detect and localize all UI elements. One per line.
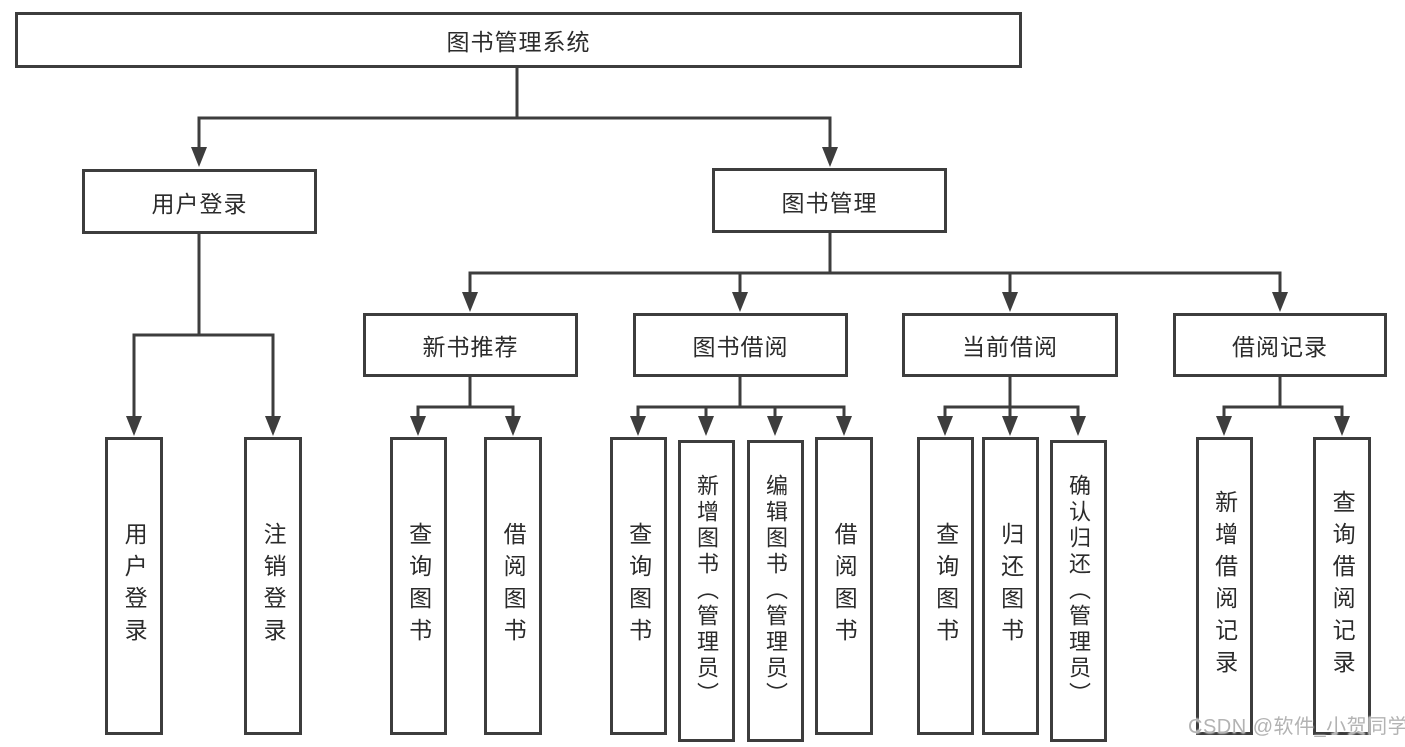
node-user-login: 用户登录	[82, 169, 317, 234]
node-label: 新增借阅记录	[1211, 490, 1238, 682]
node-label: 归还图书	[997, 522, 1024, 650]
arrow-down-icon	[1002, 292, 1018, 312]
node-label: 图书借阅	[692, 334, 789, 360]
node-borrowing-records: 借阅记录	[1173, 313, 1387, 377]
node-label: 确认归还（管理员）	[1066, 474, 1092, 708]
arrow-down-icon	[732, 292, 748, 312]
leaf-cb-query-books: 查询图书	[917, 437, 974, 735]
arrow-down-icon	[630, 416, 646, 436]
node-label: 借阅记录	[1232, 334, 1328, 360]
arrow-down-icon	[698, 416, 714, 436]
arrow-down-icon	[822, 147, 838, 167]
arrow-down-icon	[937, 416, 953, 436]
node-current-borrowing: 当前借阅	[902, 313, 1118, 377]
arrow-down-icon	[836, 416, 852, 436]
node-label: 图书管理系统	[446, 29, 591, 55]
leaf-br-add-record: 新增借阅记录	[1196, 437, 1253, 735]
node-label: 借阅图书	[500, 522, 527, 650]
arrow-down-icon	[191, 147, 207, 167]
node-new-book-recommend: 新书推荐	[363, 313, 578, 377]
node-label: 注销登录	[260, 522, 287, 650]
node-label: 查询借阅记录	[1329, 490, 1356, 682]
node-label: 用户登录	[151, 190, 248, 217]
arrow-down-icon	[505, 416, 521, 436]
leaf-cb-return-books: 归还图书	[982, 437, 1039, 735]
arrow-down-icon	[1216, 416, 1232, 436]
node-label: 查询图书	[625, 522, 652, 650]
leaf-bb-edit-books-admin: 编辑图书（管理员）	[747, 440, 804, 742]
node-root: 图书管理系统	[15, 12, 1022, 68]
leaf-nb-query-books: 查询图书	[390, 437, 447, 735]
node-label: 新书推荐	[422, 334, 519, 360]
arrow-down-icon	[1272, 292, 1288, 312]
arrow-down-icon	[126, 416, 142, 436]
csdn-watermark: CSDN @软件_小贺同学	[1188, 716, 1405, 738]
arrow-down-icon	[1070, 416, 1086, 436]
node-label: 查询图书	[405, 522, 432, 650]
arrow-down-icon	[462, 292, 478, 312]
arrow-down-icon	[767, 416, 783, 436]
arrowheads	[126, 147, 1350, 436]
leaf-bb-add-books-admin: 新增图书（管理员）	[678, 440, 735, 742]
node-book-management: 图书管理	[712, 168, 947, 233]
node-label: 用户登录	[121, 522, 148, 650]
leaf-bb-query-books: 查询图书	[610, 437, 667, 735]
leaf-cb-confirm-return-admin: 确认归还（管理员）	[1050, 440, 1107, 742]
node-label: 新增图书（管理员）	[694, 474, 720, 708]
arrow-down-icon	[1334, 416, 1350, 436]
leaf-br-query-record: 查询借阅记录	[1313, 437, 1371, 735]
leaf-user-login: 用户登录	[105, 437, 163, 735]
arrow-down-icon	[1002, 416, 1018, 436]
node-book-borrowing: 图书借阅	[633, 313, 848, 377]
leaf-nb-borrow-books: 借阅图书	[484, 437, 542, 735]
leaf-logout: 注销登录	[244, 437, 302, 735]
node-label: 编辑图书（管理员）	[763, 474, 789, 708]
node-label: 借阅图书	[831, 522, 858, 650]
leaf-bb-borrow-books: 借阅图书	[815, 437, 873, 735]
node-label: 查询图书	[932, 522, 959, 650]
node-label: 当前借阅	[962, 334, 1058, 360]
arrow-down-icon	[410, 416, 426, 436]
arrow-down-icon	[265, 416, 281, 436]
node-label: 图书管理	[781, 189, 878, 216]
